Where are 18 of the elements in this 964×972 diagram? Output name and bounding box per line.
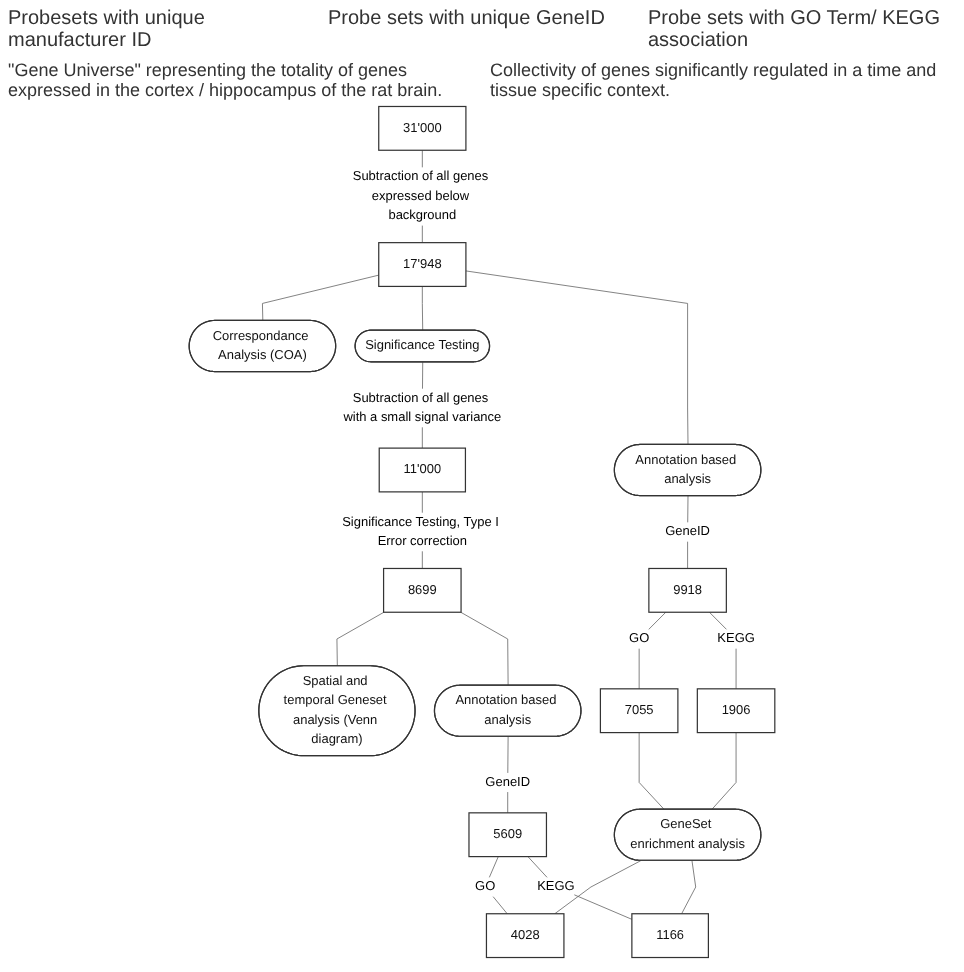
connector — [554, 860, 642, 915]
connector — [421, 286, 424, 331]
connector — [638, 611, 667, 690]
column-header: Probe sets with GO Term/ KEGG association — [648, 8, 942, 52]
connector — [709, 611, 737, 690]
note-text: Collectivity of genes significantly regulated in a time and tissue specific context. — [490, 60, 939, 100]
note-text: "Gene Universe" representing the totality of genes expressed in the cortex / hippocampus of the rat brain. — [8, 60, 445, 100]
connector — [638, 732, 665, 810]
column-header: Probe sets with unique GeneID — [328, 8, 607, 34]
connector — [681, 860, 697, 915]
connector — [527, 856, 633, 920]
connector — [465, 270, 689, 446]
connector — [711, 732, 737, 810]
column-header: Probesets with unique manufacturer ID — [8, 8, 207, 52]
connector — [687, 495, 689, 569]
connector — [262, 274, 380, 322]
connector — [507, 736, 509, 814]
connector — [336, 611, 385, 667]
